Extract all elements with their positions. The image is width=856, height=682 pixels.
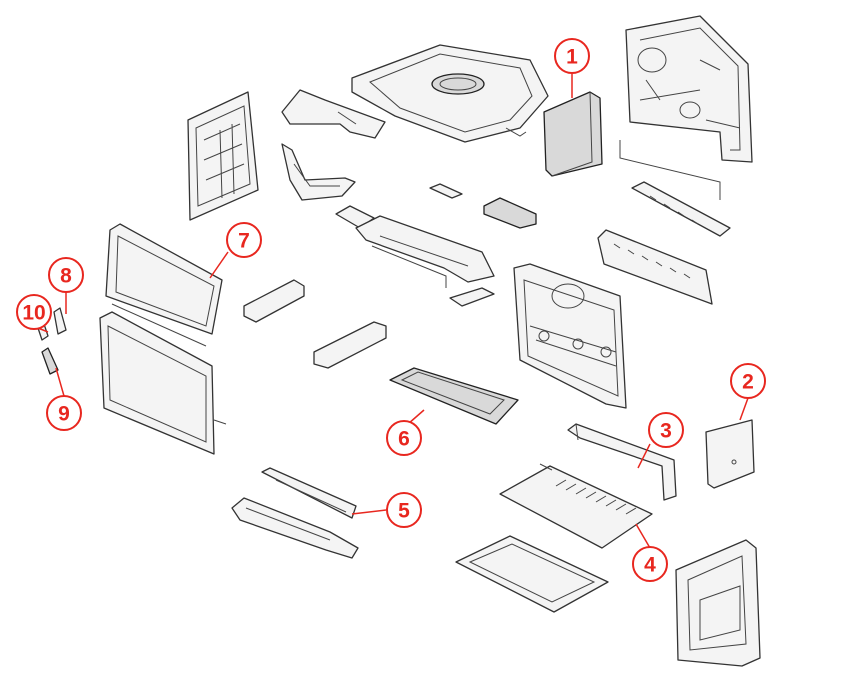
- firebrick-bar-lower: [313, 321, 387, 369]
- curved-deflector: [281, 143, 356, 201]
- callout-9-label: 9: [58, 403, 70, 426]
- callout-7-label: 7: [238, 230, 250, 253]
- ash-lip: [567, 423, 677, 501]
- firebrick-bar-upper: [243, 279, 305, 323]
- upper-air-rail: [631, 181, 731, 237]
- front-trim-upper: [261, 467, 357, 519]
- side-brick: [705, 419, 755, 489]
- left-side-panel: [187, 91, 259, 221]
- callout-5-label: 5: [398, 500, 410, 523]
- front-trim-lower: [231, 497, 359, 559]
- callout-2-label: 2: [742, 371, 754, 394]
- callout-6: 6: [386, 420, 422, 456]
- outer-frame: [675, 539, 761, 667]
- glass-panel: [105, 223, 223, 335]
- baffle-plate: [281, 89, 386, 139]
- callout-10-label: 10: [22, 302, 45, 325]
- callout-3: 3: [648, 412, 684, 448]
- small-bracket: [429, 183, 463, 199]
- callout-2: 2: [730, 363, 766, 399]
- center-support-bracket: [355, 215, 495, 288]
- callout-10: 10: [16, 294, 52, 330]
- ash-pan: [455, 535, 609, 613]
- small-plate: [449, 287, 495, 307]
- lower-air-rail: [597, 229, 713, 305]
- door-frame: [99, 303, 227, 455]
- callout-7: 7: [226, 222, 262, 258]
- callout-8: 8: [48, 257, 84, 293]
- callout-6-label: 6: [398, 428, 410, 451]
- top-plate: [351, 44, 549, 143]
- callout-4-label: 4: [644, 554, 656, 577]
- callout-1-label: 1: [566, 46, 578, 69]
- angle-bracket: [335, 205, 375, 229]
- callout-4: 4: [632, 546, 668, 582]
- callout-3-label: 3: [660, 420, 672, 443]
- callout-8-label: 8: [60, 265, 72, 288]
- grate-plate: [389, 367, 519, 425]
- callout-9: 9: [46, 395, 82, 431]
- leader-lines: [37, 74, 749, 549]
- handle-grip: [41, 347, 59, 375]
- side-brick-small: [483, 197, 537, 229]
- back-panel: [619, 15, 753, 200]
- rear-brick: [543, 91, 603, 177]
- handle-pin: [53, 307, 67, 335]
- bottom-grate: [499, 463, 653, 549]
- front-body-frame: [513, 263, 627, 409]
- callout-1: 1: [554, 38, 590, 74]
- callout-5: 5: [386, 492, 422, 528]
